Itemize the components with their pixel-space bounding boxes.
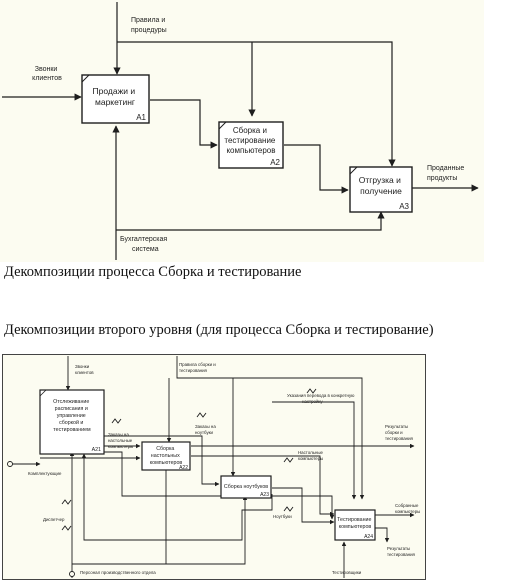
arrow-a2-to-a3 xyxy=(284,144,349,194)
label-orders-desktop: Заказы на настольные компьютеры xyxy=(108,432,133,449)
caption-second-level: Декомпозиции второго уровня (для процесс… xyxy=(4,322,434,338)
box-a24-code: А24 xyxy=(364,534,373,540)
arrow-accounting-branch xyxy=(116,211,385,231)
box-a22-code: А22 xyxy=(179,465,188,471)
label-client-calls: Звонки клиентов xyxy=(75,364,94,375)
box-a3: Отгрузка и получение А3 xyxy=(349,166,413,213)
box-a21-title-2: расписания и xyxy=(55,406,88,412)
box-a2: Сборка и тестирование компьютеров А2 xyxy=(218,121,284,169)
arrow-rules-branch xyxy=(117,41,396,167)
box-a24: Тестирование компьютеров А24 xyxy=(334,509,376,541)
box-a3-title-2: получение xyxy=(360,186,402,196)
arrow-upgrade xyxy=(272,401,357,500)
box-a22-title-3: компьютеров xyxy=(150,460,183,466)
box-a24-title-2: компьютеров xyxy=(339,524,372,530)
box-a1-code: А1 xyxy=(136,113,146,122)
box-a1-title-2: маркетинг xyxy=(95,97,135,107)
label-laptops: Ноутбуки xyxy=(273,514,292,519)
arrow-a24-out-results xyxy=(375,527,390,543)
arrow-a1-to-a2 xyxy=(150,99,218,149)
box-a22: Сборка настольных компьютеров А22 xyxy=(141,441,191,471)
arrow-a23-to-a24 xyxy=(272,487,335,525)
box-a23-title-1: Сборка ноутбуков xyxy=(224,484,268,490)
label-upgrade: Указания перевода в конкретную настройку xyxy=(287,393,356,404)
label-tester: Тестировщики xyxy=(332,570,362,575)
box-a1-title-1: Продажи и xyxy=(93,86,136,96)
svg-text:Сборка ноутбуков: Сборка ноутбуков xyxy=(224,484,268,490)
box-a3-title-1: Отгрузка и xyxy=(359,175,401,185)
label-test-results: Результаты тестирования xyxy=(387,546,416,557)
caption-decomposition: Декомпозиции процесса Сборка и тестирова… xyxy=(4,264,302,280)
box-a21-title-3: управление xyxy=(57,413,86,419)
arrow-a21-to-a24 xyxy=(104,451,335,520)
box-a2-title-2: тестирование xyxy=(224,136,276,145)
idef0-diagram-top: Продажи и маркетинг А1 Сборка и тестиров… xyxy=(0,0,484,262)
label-orders-laptop: Заказы на ноутбуки xyxy=(195,424,217,435)
box-a1: Продажи и маркетинг А1 xyxy=(81,74,150,124)
label-calls: Звонки клиентов xyxy=(32,66,62,82)
box-a22-title-1: Сборка xyxy=(156,446,174,452)
box-a22-title-2: настольных xyxy=(151,453,180,459)
box-a21-code: А21 xyxy=(92,447,101,453)
arrow-a22-to-a24 xyxy=(191,455,335,517)
svg-text:Отслеживание расписания: Отслеживание расписания и управление сбо… xyxy=(53,399,91,433)
box-a21-title-4: сборкой и xyxy=(59,419,83,426)
label-accessories: Комплектующие xyxy=(28,471,62,476)
svg-text:Отгрузка и получение: Отгрузка и получение xyxy=(359,175,404,196)
box-a2-title-3: компьютеров xyxy=(226,146,275,155)
label-personnel: Персонал производственного отдела xyxy=(80,570,156,575)
arrow-a21-to-a23 xyxy=(104,435,220,487)
label-dispatcher: Диспетчер xyxy=(43,517,65,522)
label-accounting: Бухгалтерская система xyxy=(120,236,169,253)
arrow-feedback-a24 xyxy=(81,453,273,541)
box-a21-title-5: тестированием xyxy=(53,427,91,433)
svg-text:Тестирование компьютеров: Тестирование компьютеров xyxy=(337,517,373,530)
arrow-rules-in xyxy=(176,356,365,500)
box-a21: Отслеживание расписания и управление сбо… xyxy=(39,389,105,455)
label-sold: Проданные продукты xyxy=(427,165,466,182)
box-a23: Сборка ноутбуков А23 xyxy=(220,475,272,499)
box-a3-code: А3 xyxy=(399,202,409,211)
label-rules: Правила и процедуры xyxy=(131,17,167,34)
svg-text:Сборка настольных: Сборка настольных компьютеров xyxy=(150,446,183,466)
label-assembled: Собранные компьютеры xyxy=(395,503,420,514)
svg-text:Сборка и тестирование: Сборка и тестирование компьютеров xyxy=(224,126,277,155)
arrow-personnel-a23 xyxy=(166,495,248,565)
svg-text:Продажи и маркетинг: Продажи и маркетинг xyxy=(93,86,138,107)
label-assembly-results: Результаты сборки и тестирования xyxy=(385,424,414,441)
box-a23-code: А23 xyxy=(260,492,269,498)
box-a24-title-1: Тестирование xyxy=(337,517,371,523)
idef0-diagram-bottom: Отслеживание расписания и управление сбо… xyxy=(2,354,426,580)
label-rules-top: Правила сборки и тестирования xyxy=(179,362,217,373)
box-a2-title-1: Сборка и xyxy=(233,126,267,135)
label-desktop-computers: Настольные компьютеры xyxy=(298,450,324,461)
box-a21-title-1: Отслеживание xyxy=(53,399,89,405)
box-a2-code: А2 xyxy=(270,158,280,167)
